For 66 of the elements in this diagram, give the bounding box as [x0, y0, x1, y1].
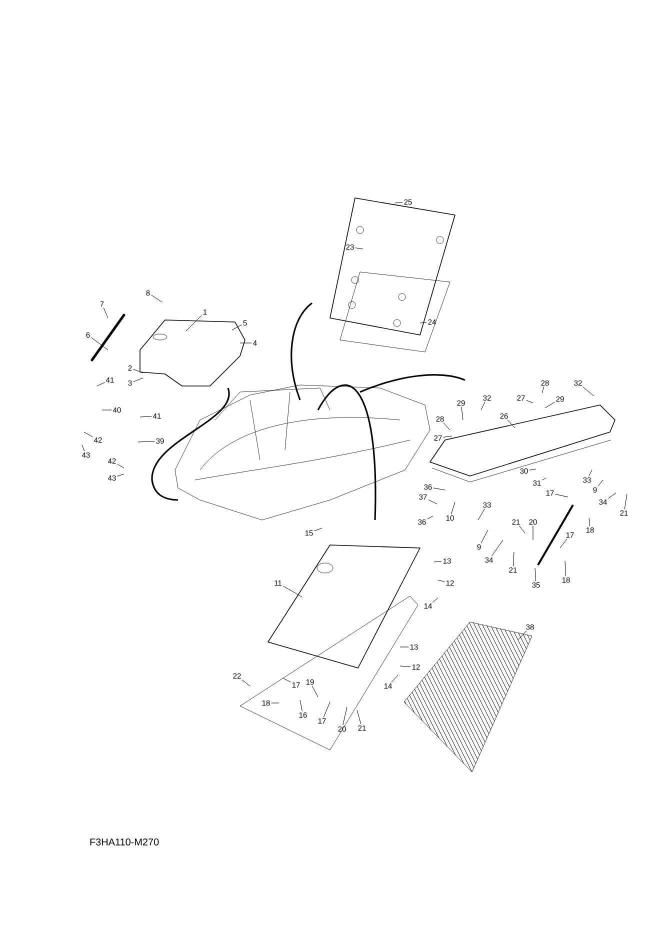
leader-line — [140, 416, 152, 418]
leader-line — [518, 630, 527, 640]
leader-line — [133, 369, 144, 374]
leader-line — [427, 516, 434, 520]
leader-line — [529, 468, 536, 470]
leader-line — [133, 378, 144, 382]
leader-line — [314, 528, 322, 532]
leader-line — [342, 706, 348, 726]
leader-line — [608, 492, 616, 499]
leader-line — [271, 702, 280, 704]
leader-line — [400, 666, 411, 667]
leader-line — [526, 400, 534, 404]
leader-line — [534, 568, 536, 582]
leader-line — [461, 406, 464, 420]
leader-line — [394, 202, 403, 204]
leader-line — [84, 432, 93, 438]
leader-line — [432, 598, 438, 602]
leader-line — [588, 518, 590, 526]
leader-line — [443, 436, 452, 438]
leader-line — [300, 700, 302, 712]
leader-line — [542, 478, 546, 480]
leader-line — [512, 552, 514, 566]
leader-line — [117, 474, 124, 476]
leader-line — [438, 580, 445, 582]
leader-line — [582, 386, 594, 396]
leader-line — [428, 499, 438, 504]
leader-line — [282, 586, 302, 598]
leader-line — [588, 470, 592, 476]
leader-line — [96, 382, 105, 386]
leader-line — [598, 480, 604, 486]
leader-line — [312, 686, 318, 698]
leader-line — [560, 538, 568, 548]
leader-line — [240, 342, 252, 344]
leader-line — [82, 444, 85, 452]
leader-line — [186, 315, 202, 332]
leader-line — [433, 488, 446, 490]
leader-line — [232, 324, 242, 330]
leader-line — [624, 494, 628, 510]
leader-line — [544, 402, 555, 408]
leader-line — [491, 540, 504, 556]
leader-line — [151, 294, 162, 302]
leader-line — [480, 402, 486, 410]
leader-line — [420, 322, 427, 324]
leader-line — [91, 337, 108, 350]
leader-line — [532, 526, 534, 540]
leader-line — [103, 308, 108, 318]
leader-line — [138, 441, 155, 442]
leader-line — [391, 674, 398, 682]
leader-line — [480, 530, 488, 544]
leader-line — [117, 464, 124, 468]
leader-line — [450, 502, 456, 514]
leader-line — [518, 526, 526, 534]
drawing-code: F3HA110-M270 — [90, 838, 159, 846]
leader-line — [356, 710, 362, 724]
leader-line — [564, 560, 566, 576]
leader-line — [434, 561, 442, 562]
leader-line — [242, 680, 250, 686]
leader-line — [507, 420, 516, 428]
leader-line — [282, 678, 291, 682]
leader-line — [400, 646, 409, 648]
leader-line — [355, 248, 364, 250]
leader-line — [555, 494, 568, 498]
leader-line — [323, 702, 330, 718]
leader-line — [443, 422, 450, 430]
leader-line — [478, 508, 485, 520]
leader-line — [542, 386, 544, 394]
